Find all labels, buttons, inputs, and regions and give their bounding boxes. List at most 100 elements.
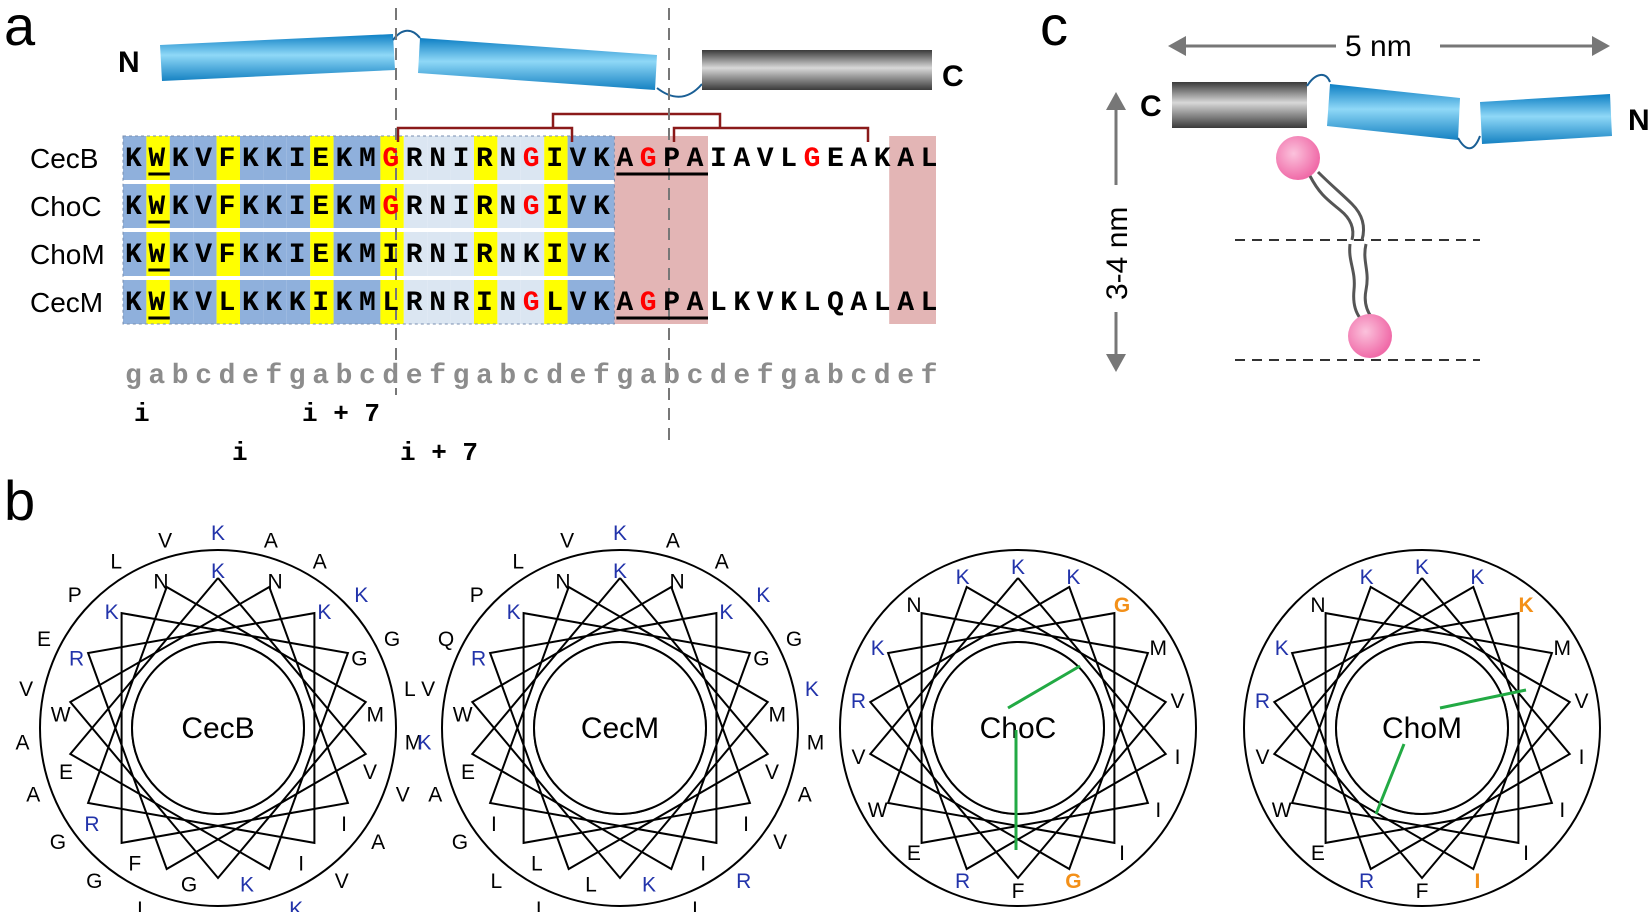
wheel-residue-CecM-8: V [773, 831, 787, 854]
wheel-residue-ChoC-0: K [1011, 556, 1025, 579]
heptad-letter-29: g [780, 361, 797, 392]
heptad-letter-6: e [242, 361, 259, 392]
heptad-letter-13: e [406, 361, 423, 392]
row-name-CecM: CecM [30, 287, 103, 318]
heptad-letter-12: d [382, 361, 399, 392]
residue-CecM-17: N [499, 288, 516, 319]
heptad-letter-3: b [172, 361, 189, 392]
residue-ChoM-1: K [125, 240, 142, 271]
residue-ChoM-21: K [593, 240, 610, 271]
wheel-residue-CecM-16: A [428, 784, 442, 807]
wheel-residue-ChoM-2: K [1519, 594, 1534, 617]
heptad-letter-8: g [289, 361, 306, 392]
residue-ChoM-2: W [148, 240, 165, 271]
residue-ChoM-3: K [172, 240, 189, 271]
heptad-letter-24: b [663, 361, 680, 392]
wheel-residue-ChoC-11: E [907, 842, 921, 865]
wheel-residue-ChoM-0: K [1415, 556, 1429, 579]
residue-CecM-13: R [406, 288, 423, 319]
wheel-residue-CecM-18: V [421, 678, 435, 701]
helix-segment-1 [160, 34, 395, 81]
wheel-center-label-ChoM: ChoM [1382, 712, 1462, 745]
wheel-inner-residue-CecM-6: I [743, 813, 749, 836]
wheel-residue-CecB-21: L [110, 551, 122, 574]
wheel-residue-CecB-2: A [313, 551, 327, 574]
wheel-residue-ChoC-5: I [1175, 746, 1181, 769]
residue-ChoM-9: E [312, 240, 329, 271]
residue-ChoM-13: R [406, 240, 423, 271]
residue-ChoC-11: M [359, 192, 376, 223]
wheel-residue-CecB-14: G [86, 870, 102, 893]
helical-wheels: CecBKAAKGLMVAVKIIIGGAAVEPLVKNKGMVIIKGFRE… [15, 522, 1601, 912]
heptad-letter-30: a [804, 361, 821, 392]
residue-CecM-22: A [616, 288, 633, 319]
heptad-letter-20: e [570, 361, 587, 392]
wheel-inner-residue-CecB-8: K [240, 873, 254, 896]
helix-cartoon-a: N C [118, 29, 964, 98]
residue-CecB-4: V [195, 144, 212, 175]
wheel-residue-ChoM-12: W [1272, 799, 1292, 822]
wheel-inner-residue-CecB-16: N [153, 571, 168, 594]
residue-CecB-33: K [874, 144, 891, 175]
residue-CecM-26: L [710, 288, 727, 319]
heptad-letter-28: f [757, 361, 774, 392]
wheel-inner-residue-CecM-11: I [491, 813, 497, 836]
heptad-letter-35: f [921, 361, 938, 392]
residue-CecM-8: K [289, 288, 306, 319]
residue-CecM-33: L [874, 288, 891, 319]
index-i-row1: i [134, 399, 150, 429]
residue-CecB-31: E [827, 144, 844, 175]
residue-ChoC-14: N [429, 192, 446, 223]
residue-CecM-35: L [921, 288, 938, 319]
wheel-residue-CecB-8: A [371, 831, 385, 854]
residue-CecB-1: K [125, 144, 142, 175]
residue-CecM-27: K [733, 288, 750, 319]
row-name-ChoM: ChoM [30, 239, 105, 270]
residue-ChoC-21: K [593, 192, 610, 223]
wheel-residue-ChoC-15: K [871, 637, 885, 660]
residue-CecM-18: G [523, 288, 540, 319]
wheel-inner-residue-CecB-14: R [69, 648, 84, 671]
wheel-residue-ChoM-8: I [1474, 870, 1480, 893]
sequence-underlines [148, 172, 708, 320]
wheel-residue-CecB-5: L [404, 678, 416, 701]
residue-ChoC-17: N [499, 192, 516, 223]
wheel-residue-ChoC-16: N [906, 594, 921, 617]
residue-ChoC-5: F [219, 192, 236, 223]
heptad-letter-9: a [312, 361, 329, 392]
residue-ChoM-5: F [219, 240, 236, 271]
residue-CecM-3: K [172, 288, 189, 319]
residue-CecB-15: I [453, 144, 470, 175]
wheel-inner-residue-CecB-15: K [105, 601, 119, 624]
wheel-residue-ChoM-6: I [1559, 799, 1565, 822]
heptad-letter-32: c [850, 361, 867, 392]
wheel-inner-residue-CecB-1: N [268, 571, 283, 594]
wheel-residue-ChoC-3: M [1150, 637, 1168, 660]
heptad-letter-7: f [265, 361, 282, 392]
wheel-residue-CecM-2: A [715, 551, 729, 574]
residue-ChoC-20: V [570, 192, 587, 223]
wheel-residue-ChoM-7: I [1523, 842, 1529, 865]
residue-CecB-5: F [219, 144, 236, 175]
residue-CecM-20: V [570, 288, 587, 319]
residue-ChoM-17: N [499, 240, 516, 271]
helix-segment-3-gray [702, 50, 932, 90]
heptad-letter-14: f [429, 361, 446, 392]
heptad-letter-34: e [897, 361, 914, 392]
residue-ChoC-4: V [195, 192, 212, 223]
wheel-residue-ChoM-11: E [1311, 842, 1325, 865]
residue-ChoC-18: G [523, 192, 540, 223]
heptad-letter-31: b [827, 361, 844, 392]
residue-ChoM-11: M [359, 240, 376, 271]
residue-ChoM-12: I [382, 240, 399, 271]
residue-CecM-4: V [195, 288, 212, 319]
wheel-residue-ChoM-14: R [1255, 690, 1270, 713]
residue-CecM-6: K [242, 288, 259, 319]
wheel-residue-ChoC-1: K [1066, 566, 1080, 589]
wheel-residue-CecM-0: K [613, 522, 627, 545]
wheel-residue-CecB-15: G [50, 831, 66, 854]
wheel-residue-ChoC-2: G [1114, 594, 1130, 617]
height-label: 3-4 nm [1101, 207, 1134, 300]
residue-ChoC-12: G [382, 192, 399, 223]
